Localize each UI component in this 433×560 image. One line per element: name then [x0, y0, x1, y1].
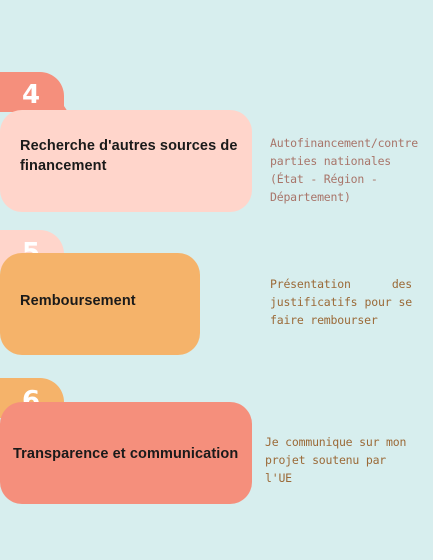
step-4-card: Recherche d'autres sources de financemen…: [0, 110, 252, 212]
step-4-number: 4: [22, 80, 41, 110]
step-4-description: Autofinancement/contre parties nationale…: [270, 136, 418, 204]
step-6-title: Transparence et communication: [13, 446, 239, 462]
step-4-number-bubble: 4: [0, 72, 72, 122]
step-6-card: Transparence et communication: [0, 402, 252, 504]
step-6-description: Je communique sur mon projet soutenu par…: [265, 435, 407, 485]
step-5-card: Remboursement: [0, 253, 200, 355]
step-4-title: Recherche d'autres sources de financemen…: [20, 138, 238, 174]
step-5-description: Présentation des justificatifs pour se f…: [270, 277, 412, 327]
step-5-title: Remboursement: [20, 293, 136, 309]
speech-bubble-icon: [0, 72, 72, 118]
